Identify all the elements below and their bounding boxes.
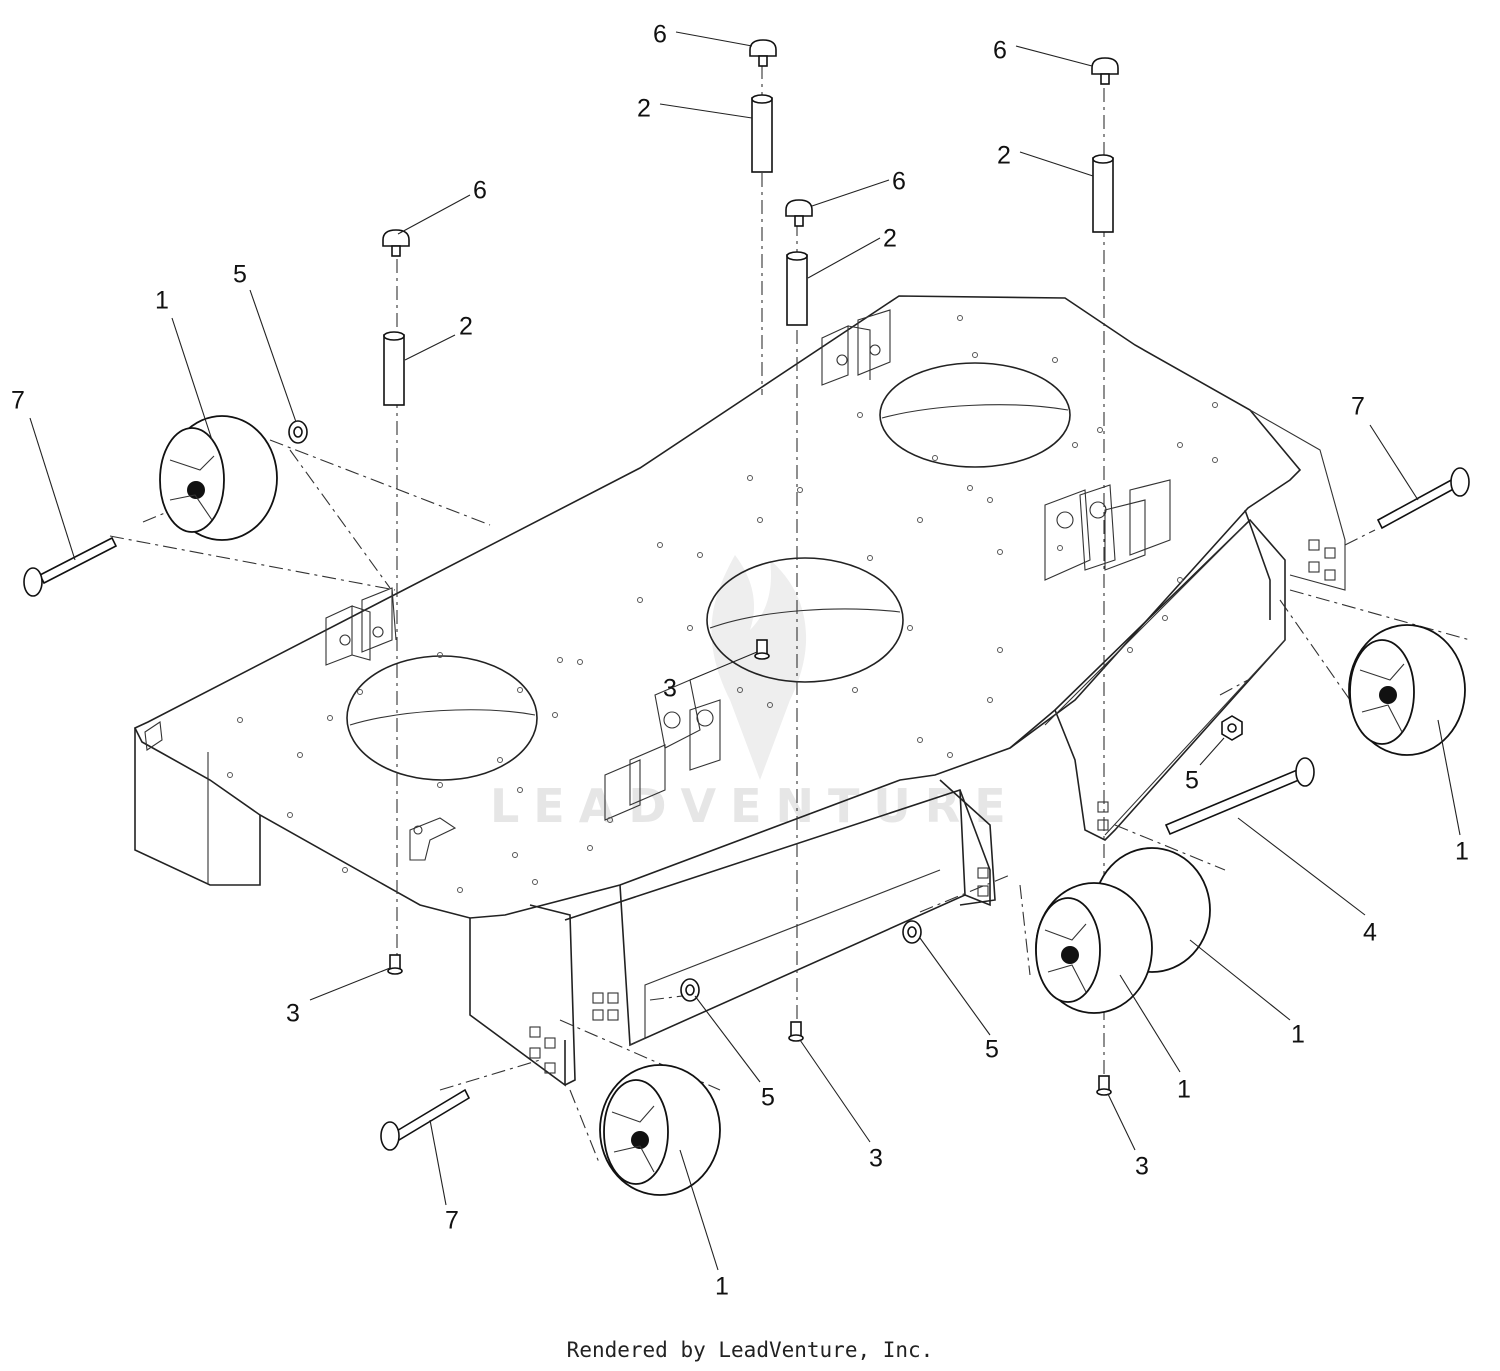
callout-number: 5 bbox=[761, 1084, 775, 1112]
callout-number: 2 bbox=[883, 225, 897, 253]
callout-number: 1 bbox=[155, 287, 169, 315]
callout-number: 7 bbox=[1351, 393, 1365, 421]
callout-number: 7 bbox=[11, 387, 25, 415]
mounting-tabs bbox=[325, 309, 1171, 861]
knob-icon bbox=[382, 39, 1119, 257]
callout-number: 3 bbox=[869, 1145, 883, 1173]
anti-scalp-wheel-icon bbox=[159, 415, 1466, 1196]
callout-number: 6 bbox=[993, 37, 1007, 65]
watermark-logo-icon bbox=[711, 555, 807, 780]
mower-deck bbox=[133, 295, 1346, 1087]
callout-number: 4 bbox=[1363, 919, 1377, 947]
callout-leaders bbox=[29, 31, 1461, 1271]
watermark-text: LEADVENTURE bbox=[490, 779, 1020, 833]
axle-bolt-icon bbox=[23, 467, 1470, 1151]
callout-number: 1 bbox=[1455, 838, 1469, 866]
callout-number: 3 bbox=[1135, 1153, 1149, 1181]
bolt-icon bbox=[387, 639, 1112, 1096]
callout-number: 7 bbox=[445, 1207, 459, 1235]
washer-icon bbox=[288, 420, 1243, 1002]
callout-number: 5 bbox=[985, 1036, 999, 1064]
callout-number: 1 bbox=[715, 1273, 729, 1301]
bracket-holes bbox=[529, 539, 1336, 1074]
callout-number: 3 bbox=[663, 675, 677, 703]
callout-number: 1 bbox=[1291, 1021, 1305, 1049]
spacer-icon bbox=[383, 94, 1114, 406]
callout-number: 1 bbox=[1177, 1076, 1191, 1104]
callout-number: 6 bbox=[473, 177, 487, 205]
callout-number: 3 bbox=[286, 1000, 300, 1028]
callout-number: 6 bbox=[653, 21, 667, 49]
callout-labels: 1 5 7 6 2 6 2 6 2 6 2 3 7 5 1 4 1 1 5 3 3 5 3 7 1 bbox=[11, 21, 1469, 1301]
callout-number: 5 bbox=[233, 261, 247, 289]
callout-number: 2 bbox=[997, 142, 1011, 170]
callout-number: 5 bbox=[1185, 767, 1199, 795]
callout-number: 6 bbox=[892, 168, 906, 196]
render-credit: Rendered by LeadVenture, Inc. bbox=[566, 1338, 934, 1362]
callout-number: 2 bbox=[637, 95, 651, 123]
plate-holes bbox=[227, 315, 1218, 893]
callout-number: 2 bbox=[459, 313, 473, 341]
